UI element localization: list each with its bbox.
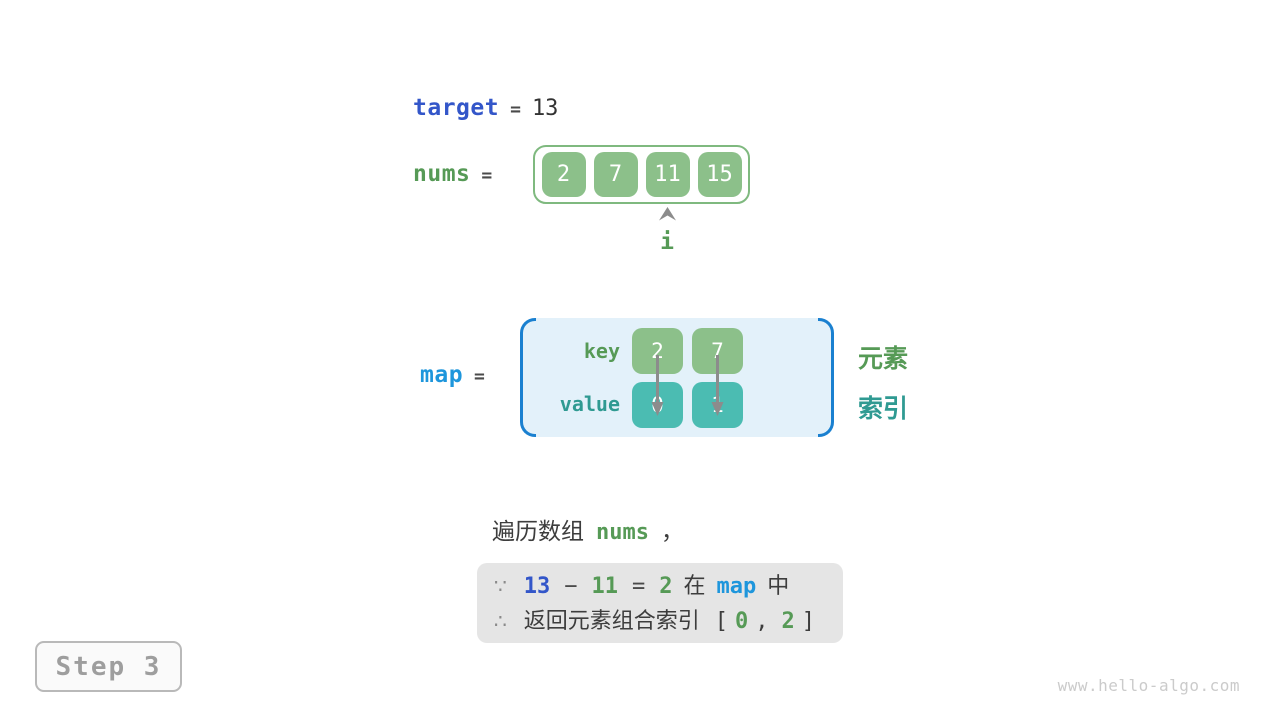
conclusion-note: ∵ 13 − 11 = 2 在 map 中 ∴ 返回元素组合索引 [ 0 , 2… xyxy=(477,563,843,643)
in-prefix-text: 在 xyxy=(683,574,706,599)
difference-number: 2 xyxy=(659,574,673,599)
return-text: 返回元素组合索引 xyxy=(523,609,700,634)
target-value: 13 xyxy=(531,96,559,121)
because-symbol: ∵ xyxy=(494,574,507,598)
nums-array-cell: 11 xyxy=(645,152,690,197)
map-variable-ref: map xyxy=(716,574,757,599)
value-row-meaning-label: 索引 xyxy=(858,394,909,423)
current-number: 11 xyxy=(591,574,618,599)
index-pointer-arrow-icon xyxy=(659,207,676,221)
close-bracket: ] xyxy=(801,609,815,634)
map-key-row-label: key xyxy=(583,339,620,363)
right-bracket-icon xyxy=(818,318,834,437)
therefore-symbol: ∴ xyxy=(494,609,507,633)
result-index-2: 2 xyxy=(781,609,795,634)
watermark: www.hello-algo.com xyxy=(1057,676,1240,695)
result-index-1: 0 xyxy=(735,609,749,634)
target-number: 13 xyxy=(523,574,551,599)
minus-sign: − xyxy=(564,574,578,599)
nums-array: 2 7 11 15 xyxy=(533,145,750,204)
map-value-row-label: value xyxy=(559,392,620,416)
nums-array-cell: 7 xyxy=(593,152,638,197)
note-line-because: ∵ 13 − 11 = 2 在 map 中 xyxy=(494,569,826,604)
open-bracket: [ xyxy=(714,609,728,634)
map-variable: map xyxy=(420,362,464,388)
nums-variable: nums xyxy=(413,161,471,187)
map-container: key value 2 7 0 1 xyxy=(520,318,834,437)
step-badge: Step 3 xyxy=(35,641,182,692)
map-equals-sign: = xyxy=(474,366,485,387)
nums-array-cell: 2 xyxy=(541,152,586,197)
caption-line: 遍历数组 nums ， xyxy=(492,512,684,546)
caption-prefix: 遍历数组 xyxy=(492,519,584,545)
key-to-value-arrow-icon xyxy=(651,355,664,416)
target-variable: target xyxy=(413,95,500,121)
nums-equals-sign: = xyxy=(481,165,493,186)
target-assignment: target = 13 xyxy=(413,95,558,121)
caption-comma: ， xyxy=(660,519,684,545)
comma: , xyxy=(755,609,769,634)
caption-nums-variable: nums xyxy=(596,520,649,545)
equals-sign: = xyxy=(631,574,646,599)
map-assignment: map = xyxy=(420,362,496,388)
note-line-therefore: ∴ 返回元素组合索引 [ 0 , 2 ] xyxy=(494,604,826,639)
key-to-value-arrow-icon xyxy=(711,355,724,416)
target-equals-sign: = xyxy=(510,99,521,120)
key-row-meaning-label: 元素 xyxy=(858,344,909,373)
left-bracket-icon xyxy=(520,318,536,437)
index-pointer-label: i xyxy=(660,229,674,255)
in-suffix-text: 中 xyxy=(767,574,790,599)
nums-array-cell: 15 xyxy=(697,152,742,197)
nums-assignment: nums = xyxy=(413,161,503,187)
